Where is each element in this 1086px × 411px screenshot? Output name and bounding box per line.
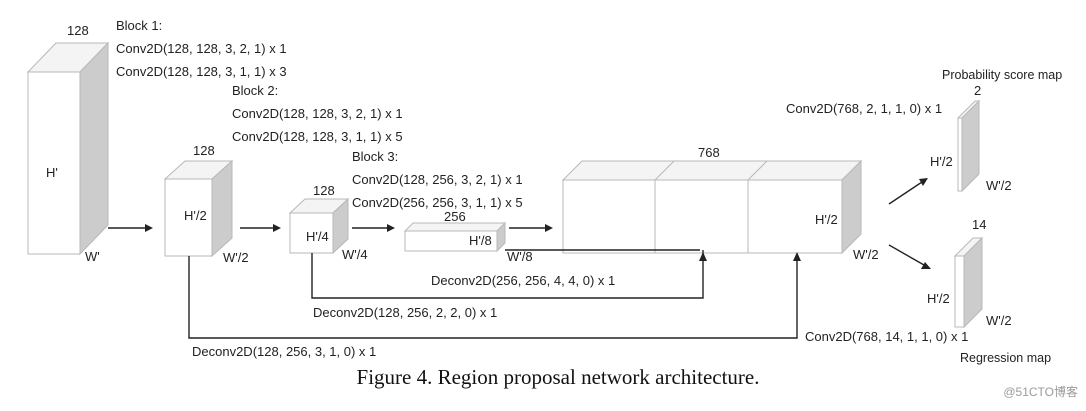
concat-width-label: W'/2: [853, 247, 879, 262]
prob-height-label: H'/2: [930, 154, 953, 169]
tensor-half-channels-label: 128: [193, 143, 215, 158]
prob-channels-label: 2: [974, 83, 981, 98]
watermark: @51CTO博客: [1003, 384, 1078, 399]
arrow-concat-to-reg: [888, 244, 931, 269]
concat-tensor: [561, 159, 863, 255]
conv-prob-label: Conv2D(768, 2, 1, 1, 0) x 1: [786, 101, 942, 116]
tensor-quarter-channels-label: 128: [313, 183, 335, 198]
block1-line2: Conv2D(128, 128, 3, 1, 1) x 3: [116, 64, 287, 79]
reg-height-label: H'/2: [927, 291, 950, 306]
conv-reg-label: Conv2D(768, 14, 1, 1, 0) x 1: [805, 329, 968, 344]
arrow-input-to-half: [108, 224, 153, 232]
tensor-quarter-width-label: W'/4: [342, 247, 368, 262]
input-tensor: [26, 41, 110, 256]
arrow-quarter-to-eighth: [352, 224, 395, 232]
block2-line1: Conv2D(128, 128, 3, 2, 1) x 1: [232, 106, 403, 121]
tensor-eighth-width-label: W'/8: [507, 249, 533, 264]
block2-heading: Block 2:: [232, 83, 278, 98]
deconv-half-label: Deconv2D(128, 256, 3, 1, 0) x 1: [192, 344, 376, 359]
regression-map: [953, 236, 984, 329]
reg-width-label: W'/2: [986, 313, 1012, 328]
concat-height-label: H'/2: [815, 212, 838, 227]
figure-caption: Figure 4. Region proposal network archit…: [357, 365, 760, 389]
input-channels-label: 128: [67, 23, 89, 38]
block1-heading: Block 1:: [116, 18, 162, 33]
arrow-concat-to-prob: [888, 178, 928, 205]
input-height-label: H': [46, 165, 58, 180]
input-width-label: W': [85, 249, 100, 264]
arrow-half-to-quarter: [240, 224, 281, 232]
tensor-half-height-label: H'/2: [184, 208, 207, 223]
deconv-quarter-connection: [311, 252, 707, 299]
reg-map-title: Regression map: [960, 351, 1051, 365]
probability-score-map: [956, 99, 981, 193]
tensor-eighth-height-label: H'/8: [469, 233, 492, 248]
tensor-quarter: [288, 197, 350, 255]
tensor-half-width-label: W'/2: [223, 250, 249, 265]
block3-heading: Block 3:: [352, 149, 398, 164]
prob-width-label: W'/2: [986, 178, 1012, 193]
deconv-quarter-label: Deconv2D(128, 256, 2, 2, 0) x 1: [313, 305, 497, 320]
tensor-quarter-height-label: H'/4: [306, 229, 329, 244]
deconv-half-connection: [188, 252, 801, 339]
tensor-eighth-channels-label: 256: [444, 209, 466, 224]
block1-line1: Conv2D(128, 128, 3, 2, 1) x 1: [116, 41, 287, 56]
tensor-eighth: [403, 221, 507, 253]
block3-line2: Conv2D(256, 256, 3, 1, 1) x 5: [352, 195, 523, 210]
concat-channels-label: 768: [698, 145, 720, 160]
deconv-eighth-label: Deconv2D(256, 256, 4, 4, 0) x 1: [431, 273, 615, 288]
block2-line2: Conv2D(128, 128, 3, 1, 1) x 5: [232, 129, 403, 144]
arrow-eighth-to-concat: [509, 224, 553, 232]
block3-line1: Conv2D(128, 256, 3, 2, 1) x 1: [352, 172, 523, 187]
prob-map-title: Probability score map: [942, 68, 1062, 82]
reg-channels-label: 14: [972, 217, 986, 232]
tensor-half-128: [163, 159, 234, 258]
